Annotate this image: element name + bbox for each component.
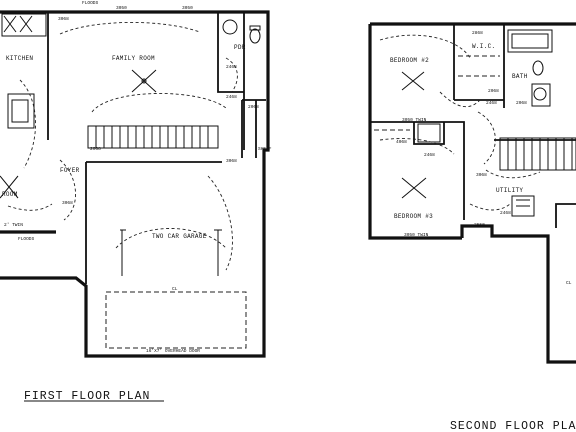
dim-label: 3068 [62,200,73,206]
first-floor-plan: KITCHEN FAMILY ROOM FOYER ROOM PDR TWO C… [0,0,272,403]
closet-walls [241,99,266,158]
second-floor-east-wall [555,203,576,228]
floods-top-label: FLOODS [82,0,99,6]
second-floor-plan: BEDROOM #2 BEDROOM #3 W.I.C. BATH UTILIT… [368,22,576,432]
powder-room-wall [217,12,244,93]
utility-fixtures [511,195,535,217]
bedroom3-label: BEDROOM #3 [394,213,433,220]
dim-label: 2550 [474,222,485,228]
cl-label: CL [566,280,572,286]
second-floor-south-wall [460,224,576,364]
dim-label: 4068 [396,139,407,145]
bedroom2-label: BEDROOM #2 [390,57,429,64]
powder-room-fixtures [222,19,261,44]
dim-label: 2468 [500,210,511,216]
bedroom3-window-label: 3050 TWIN [404,232,429,238]
kitchen-fixtures [1,13,47,129]
dim-label: 2468 [226,64,237,70]
wic-label: W.I.C. [472,43,495,50]
bedroom2-ceiling-fan-icon [401,71,425,91]
dim-label: 2468 [226,94,237,100]
first-floor-electrical-wiring [7,21,238,271]
bedroom2-window-label: 3050 TWIN [402,117,427,123]
second-floor-title: SECOND FLOOR PLAN [450,420,576,432]
dim-label: 2068 [90,146,101,152]
bath-wall [454,24,505,108]
dim-label: 2868 [472,30,483,36]
foyer-label: FOYER [60,167,80,174]
powder-room-label: PDR [234,44,246,51]
dining-window-label: 2' TWIN [4,222,23,228]
dim-label: 2068 [516,100,527,106]
dim-label: 3050 [116,5,127,11]
bath-label: BATH [512,73,528,80]
dim-label: 3068 [226,158,237,164]
first-floor-stair [87,125,219,149]
dim-label: 2068 [248,104,259,110]
dim-label: 3068 [58,16,69,22]
linen-closet-wall [413,122,445,145]
dim-label: 3068 [476,172,487,178]
dim-label: 2068 [488,88,499,94]
second-floor-electrical-wiring [379,34,541,211]
dim-label: 2468 [486,100,497,106]
shelf-label: SHELF [258,146,272,152]
garage [105,228,247,349]
dining-ceiling-fan-icon [0,175,19,199]
bedroom3-ceiling-fan-icon [401,177,427,199]
bedroom-divider-wall [370,121,465,220]
garage-door-label: 16'X7' OVERHEAD DOOR [146,348,200,354]
cl-label: CL [172,286,178,292]
first-floor-exterior-wall [0,10,270,358]
dim-label: 2468 [424,152,435,158]
second-floor-stair [499,137,576,171]
dining-label: ROOM [2,191,18,198]
second-floor-west-wall [368,24,462,240]
bath-fixtures [417,29,553,143]
family-room-ceiling-fan-icon [131,69,157,93]
second-floor-closet-shelves [374,55,500,131]
first-floor-title: FIRST FLOOR PLAN [24,390,150,403]
floods-left-label: FLOODS [18,236,35,242]
utility-label: UTILITY [496,187,523,194]
dim-label: 3050 [182,5,193,11]
family-room-label: FAMILY ROOM [112,55,155,62]
kitchen-label: KITCHEN [6,55,33,62]
garage-label: TWO CAR GARAGE [152,233,207,240]
